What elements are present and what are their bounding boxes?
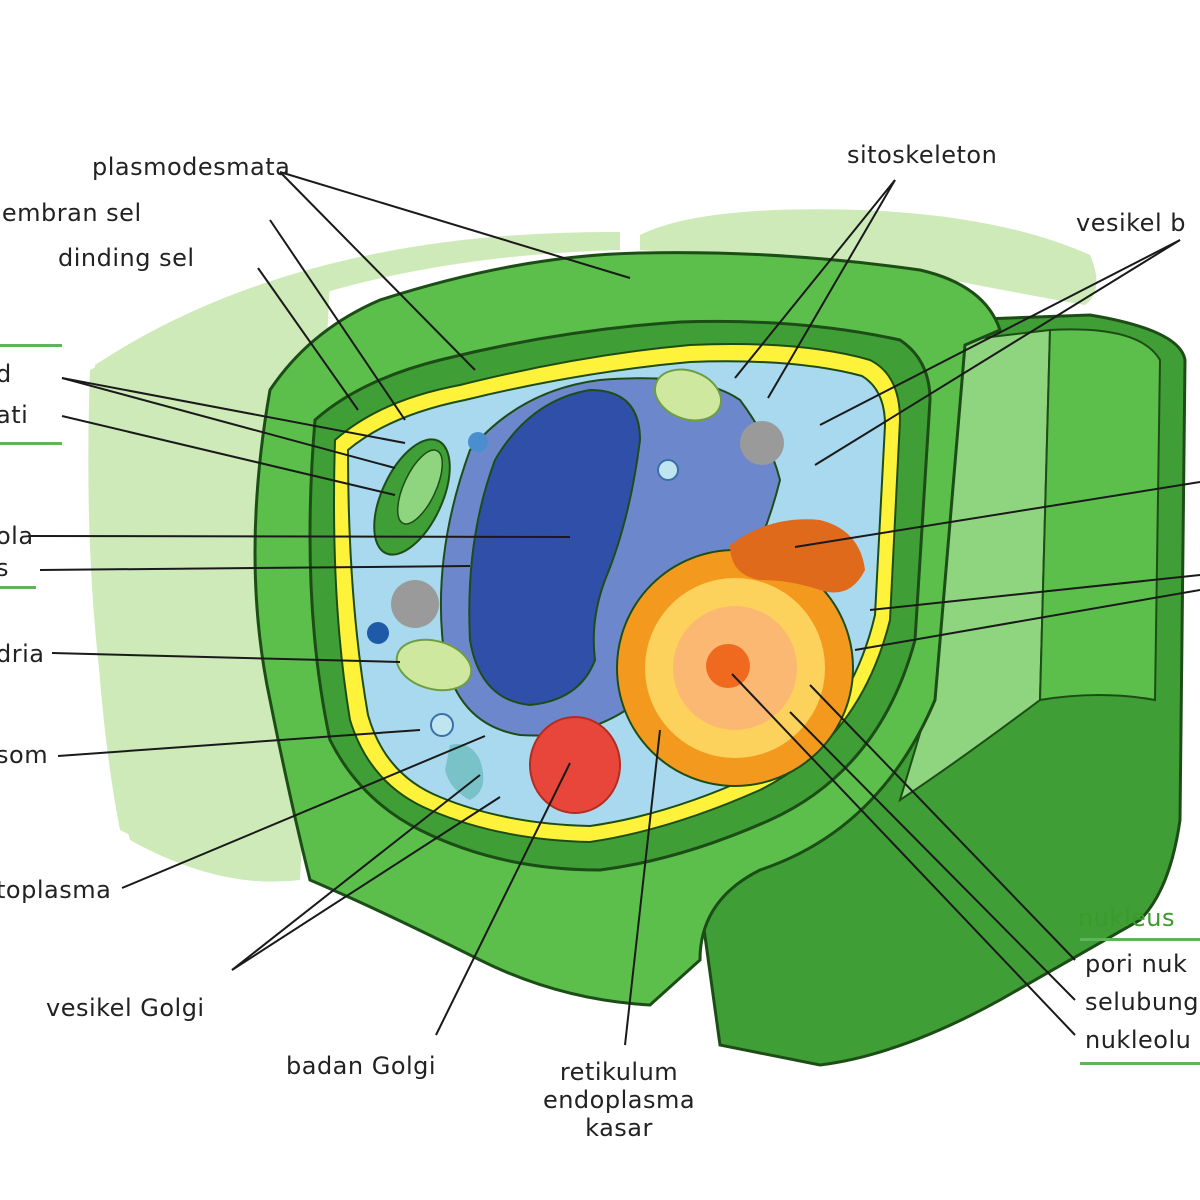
label-selubung: selubung [1085, 988, 1200, 1016]
label-nukleus: nukleus [1078, 904, 1175, 932]
vesicle-blue-2 [367, 622, 389, 644]
label-left-s: s [0, 554, 10, 582]
grey-body-left [391, 580, 439, 628]
vesicle-blue-1 [468, 432, 488, 452]
label-left-ola: ola [0, 522, 34, 550]
smooth-er [445, 744, 484, 800]
mitochondrion-lower [395, 638, 473, 692]
neighbor-cell-right [640, 209, 1097, 305]
left-rule-bottom [0, 442, 62, 445]
label-nukleolu: nukleolu [1085, 1026, 1192, 1054]
chloroplast-grana [396, 449, 444, 525]
vacuole [468, 388, 642, 707]
label-dinding-sel: dinding sel [58, 244, 195, 272]
left-rule-mid [0, 586, 36, 589]
grey-body-right [740, 421, 784, 465]
label-kasar: kasar [585, 1114, 653, 1142]
label-left-som: som [0, 741, 49, 769]
leader-lines [27, 171, 1200, 1046]
right-rule-bottom [1080, 1062, 1200, 1065]
golgi-body [529, 716, 621, 814]
label-left-d: d [0, 360, 12, 388]
rough-er [730, 519, 865, 593]
label-endoplasma: endoplasma [542, 1086, 696, 1114]
label-membran-sel: membran sel [0, 199, 142, 227]
label-badan-golgi: badan Golgi [286, 1052, 437, 1080]
peroxisome [430, 713, 454, 737]
label-sitoskeleton: sitoskeleton [847, 141, 998, 169]
label-vesikel-b: vesikel b [1076, 209, 1186, 237]
label-retikulum: retikulum [559, 1058, 679, 1086]
label-vesikel-golgi: vesikel Golgi [46, 994, 205, 1022]
cell-wall-side-mid [1038, 328, 1162, 702]
right-rule-top [1080, 938, 1200, 941]
label-plasmodesmata: plasmodesmata [92, 153, 291, 181]
mitochondrion-upper [654, 368, 722, 422]
left-rule-top [0, 344, 62, 347]
vesicle-small [657, 459, 679, 481]
nucleolus [706, 644, 750, 688]
label-left-toplasma: toplasma [0, 876, 112, 904]
label-left-ati: ati [0, 401, 29, 429]
label-left-dria: dria [0, 640, 45, 668]
label-pori-nuk: pori nuk [1085, 950, 1188, 978]
